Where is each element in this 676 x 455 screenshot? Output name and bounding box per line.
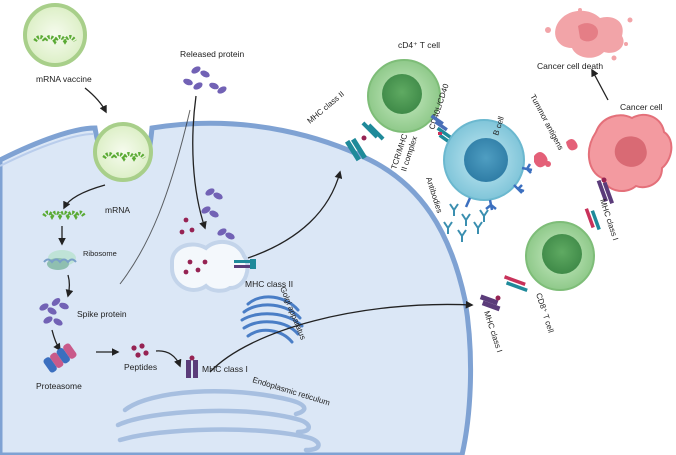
peptide-dots-icon — [179, 217, 195, 235]
mhc-class-ii-vesicle — [170, 239, 256, 293]
peptides-icon — [131, 343, 149, 358]
arrow-vesicle-to-membrane — [247, 170, 343, 259]
internalized-protein-icon — [201, 188, 235, 240]
golgi-apparatus-icon — [240, 295, 304, 344]
spike-protein-icon — [39, 298, 69, 326]
label-mrna: mRNA — [105, 205, 130, 215]
arrow-released-to-vesicle — [192, 95, 207, 230]
label-cd8-t-cell: CD8⁺ T cell — [534, 292, 555, 334]
arrow-vaccine-to-endosome — [84, 87, 107, 114]
label-mhc-class-i-membrane: MHC class I — [482, 310, 504, 354]
label-spike-protein: Spike protein — [77, 309, 127, 319]
endoplasmic-reticulum — [115, 389, 321, 453]
label-cancer-cell: Cancer cell — [620, 102, 663, 112]
arrow-ribosome-to-spike — [65, 274, 74, 298]
b-cell — [443, 119, 533, 211]
mhc-class-ii-membrane-icon — [345, 135, 367, 162]
arrow-cancer-to-death — [591, 68, 609, 101]
proteasome-icon — [43, 343, 77, 373]
cd8-t-cell — [503, 208, 601, 292]
mrna-strand-icon — [42, 210, 86, 221]
arrow-spike-to-proteasome — [51, 329, 61, 352]
label-released-protein: Released protein — [180, 49, 245, 59]
cd4-t-cell — [361, 59, 441, 141]
label-mhc-class-i-cancer: MHC class I — [598, 198, 620, 242]
label-peptides: Peptides — [124, 362, 157, 372]
label-mhc-class-ii-membrane: MHC class II — [306, 89, 347, 125]
label-tumor-antigens: Tummor antigens — [528, 93, 565, 152]
arrow-peptides-to-mhc-i — [155, 350, 182, 368]
label-ribosome: Ribosome — [83, 249, 117, 258]
released-protein-icon — [183, 66, 227, 94]
label-mhc-class-ii-vesicle: MHC class II — [245, 279, 293, 289]
label-mrna-vaccine: mRNA vaccine — [36, 74, 92, 84]
mhc-class-i-membrane-icon — [479, 294, 501, 312]
label-mhc-class-i-er: MHC class I — [202, 364, 248, 374]
arrow-endosome-to-mrna — [63, 184, 106, 210]
label-cd4-t-cell: cD4⁺ T cell — [398, 40, 440, 50]
label-proteasome: Proteasome — [36, 381, 82, 391]
arrow-line-spike-to-release — [119, 109, 191, 285]
tumor-antigens-icon — [534, 139, 578, 168]
cancer-cell-death-icon — [545, 8, 633, 61]
ribosome-icon — [43, 250, 77, 270]
antibodies-icon — [443, 203, 489, 242]
mrna-vaccine-particle — [23, 3, 87, 67]
mhc-class-i-er-icon — [186, 355, 198, 378]
label-cancer-cell-death: Cancer cell death — [537, 61, 603, 71]
endosome-vesicle — [93, 122, 153, 182]
cd40-receptors-icon — [430, 114, 454, 146]
cancer-cell — [587, 113, 673, 204]
arrow-golgi-to-membrane — [209, 300, 474, 373]
